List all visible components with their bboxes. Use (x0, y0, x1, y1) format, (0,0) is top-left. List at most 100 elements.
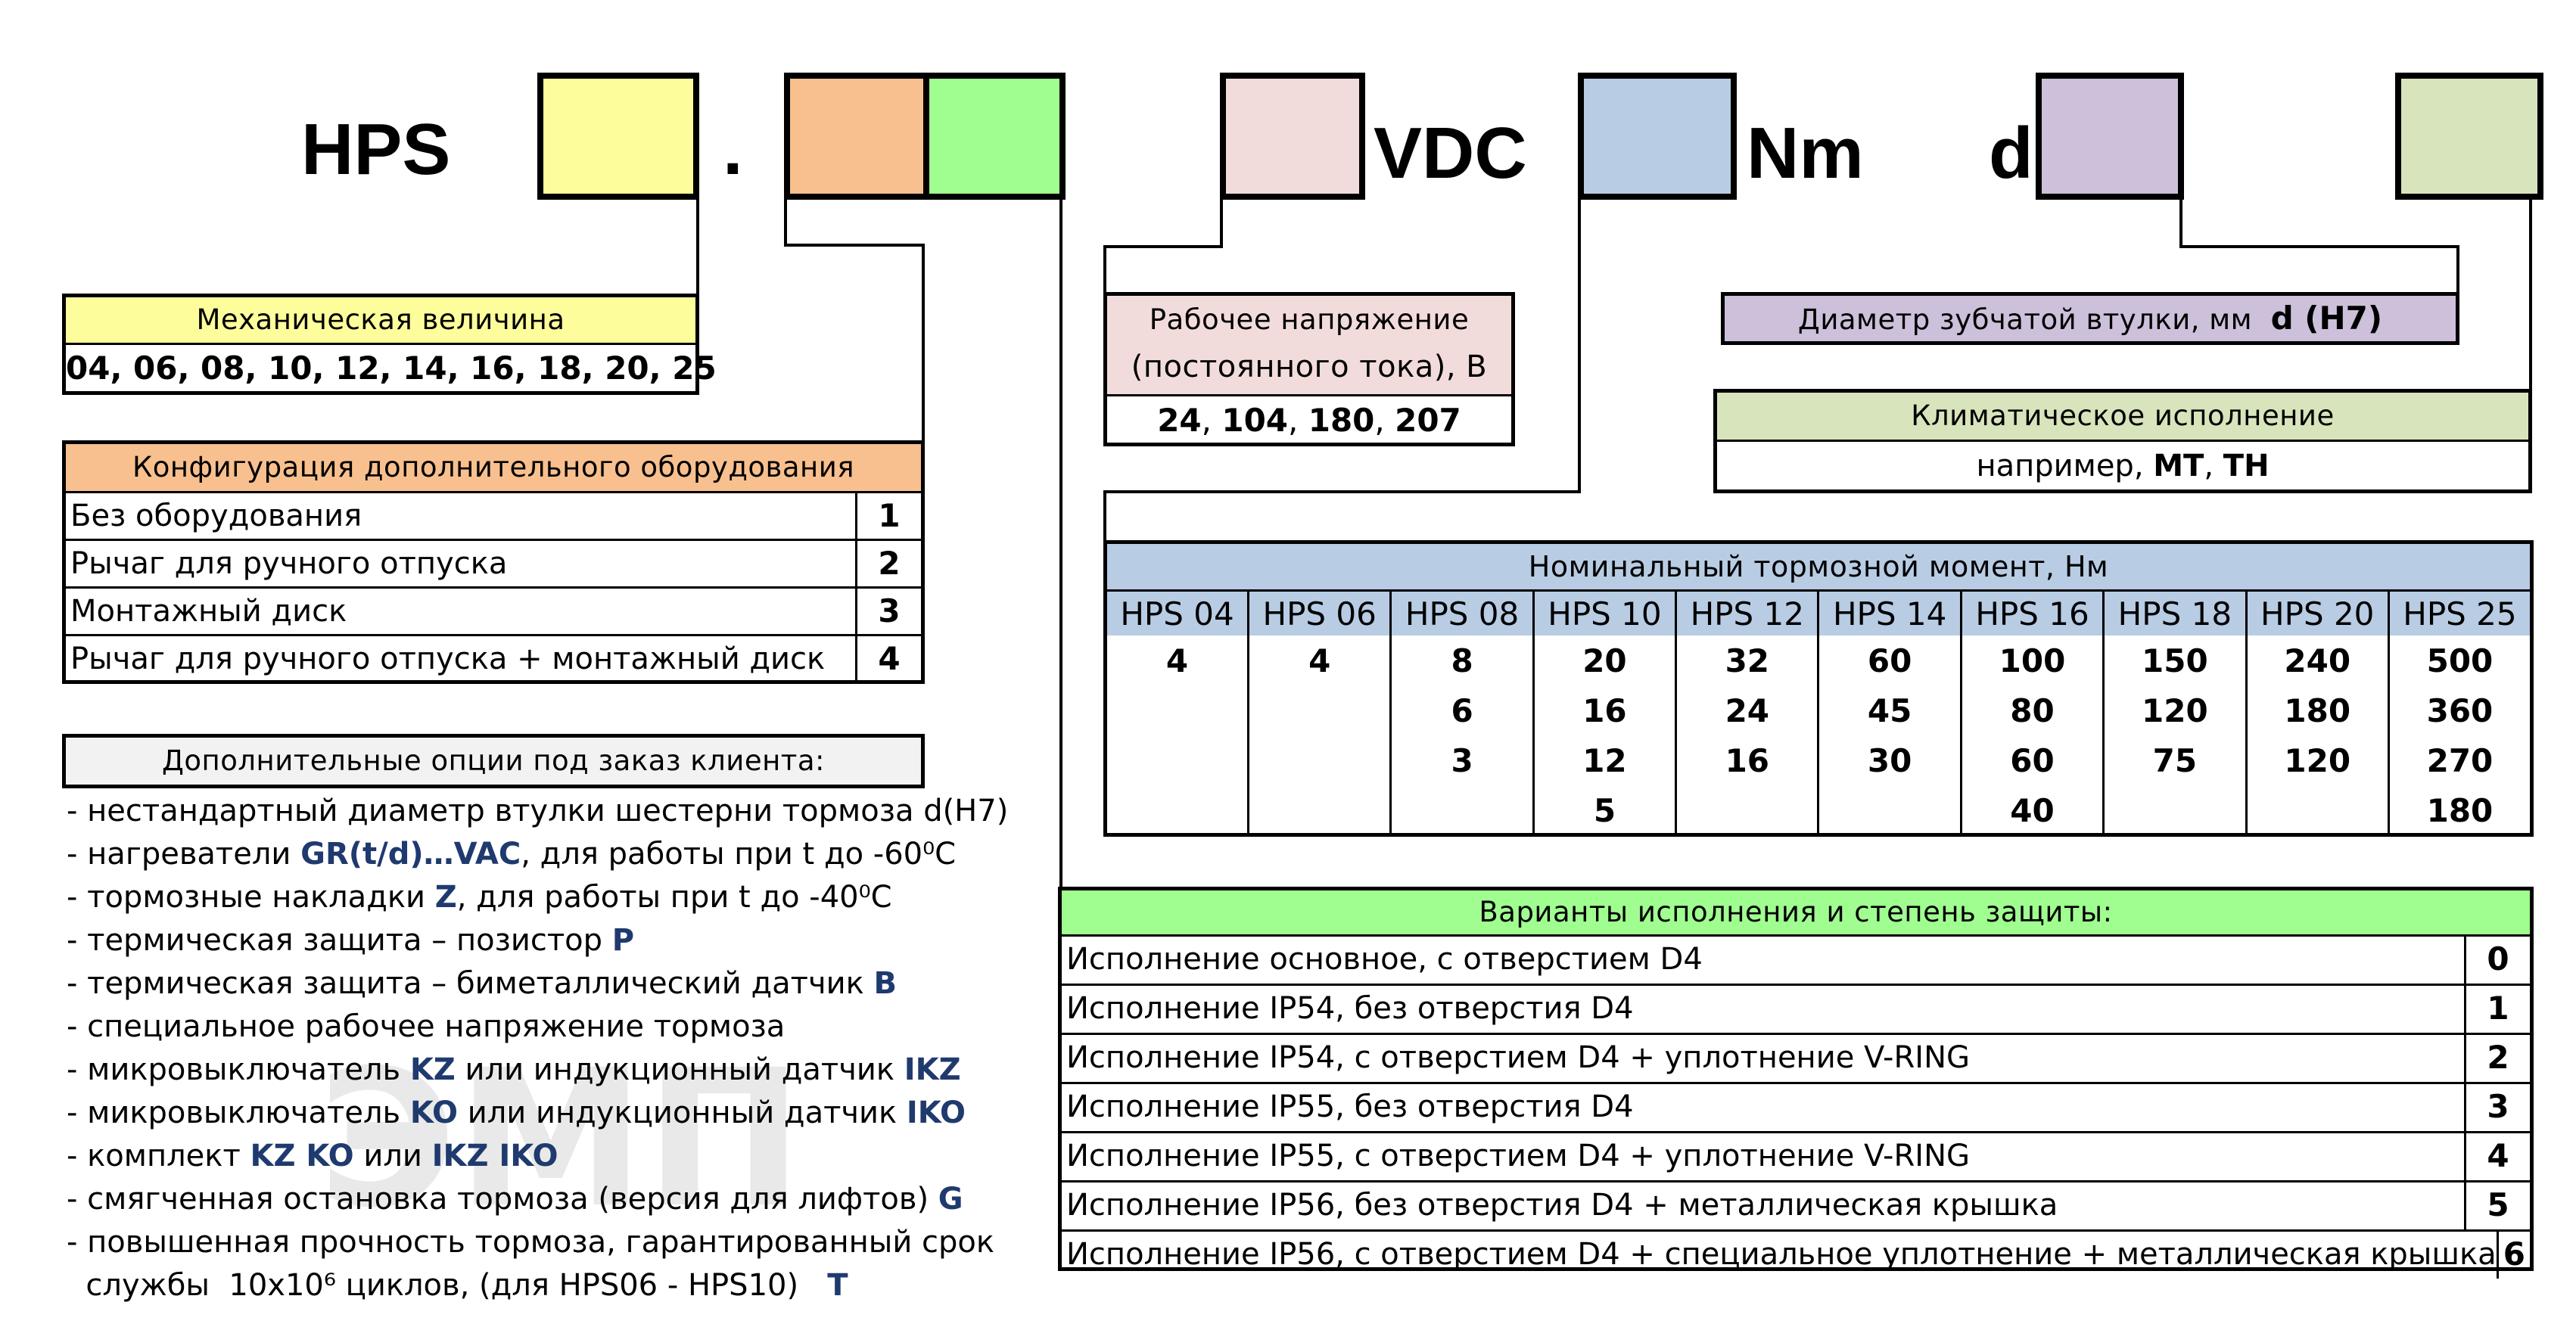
torque-value: 100 (1999, 642, 2066, 679)
torque-column: 150 120 75 (2102, 636, 2247, 837)
diameter-box (2036, 73, 2184, 200)
connector-diameter (2456, 245, 2459, 294)
torque-grid: HPS 04 HPS 06 HPS 08 HPS 10 HPS 12 HPS 1… (1107, 592, 2530, 837)
climate-example: МТ (2153, 449, 2204, 483)
version-num: 0 (2464, 937, 2530, 984)
options-title: Дополнительные опции под заказ клиента: (162, 744, 825, 777)
option-item: - специальное рабочее напряжение тормоза (67, 1005, 960, 1049)
version-num: 5 (2464, 1182, 2530, 1229)
version-label: Исполнение основное, с отверстием D4 (1066, 942, 1703, 977)
option-item: - нагреватели GR(t/d)…VAC, для работы пр… (67, 833, 960, 876)
diameter-table: Диаметр зубчатой втулки, мм d (H7) (1721, 292, 2459, 345)
torque-value: 75 (2152, 742, 2198, 779)
torque-value: 3 (1451, 742, 1473, 779)
code-d: d (1989, 113, 2033, 194)
option-item: - нестандартный диаметр втулки шестерни … (67, 790, 1008, 833)
option-text: - микровыключатель (67, 1052, 410, 1087)
torque-value: 180 (2426, 792, 2494, 829)
option-mid: или индукционный датчик (455, 1052, 904, 1087)
torque-header: HPS 12 (1675, 592, 1818, 636)
option-text: - повышенная прочность тормоза, гарантир… (67, 1225, 995, 1260)
voltage-value: 104 (1221, 402, 1289, 439)
connector-voltage (1103, 245, 1106, 294)
climate-example: ТН (2223, 449, 2270, 483)
torque-value: 32 (1725, 642, 1770, 679)
version-label: Исполнение IP55, с отверстием D4 + уплот… (1066, 1139, 1970, 1173)
option-item: - смягченная остановка тормоза (версия д… (67, 1178, 963, 1221)
option-mid: или (353, 1139, 432, 1173)
config-label: Рычаг для ручного отпуска + монтажный ди… (70, 642, 826, 676)
option-code: IKO (906, 1095, 966, 1130)
diameter-symbol: d (H7) (2270, 300, 2383, 337)
option-item: - термическая защита – позистор P (67, 919, 960, 962)
version-label: Исполнение IP56, с отверстием D4 + специ… (1066, 1237, 2497, 1272)
connector-version (1059, 198, 1062, 891)
torque-value: 360 (2426, 692, 2494, 729)
config-num: 1 (855, 493, 921, 539)
torque-value: 240 (2284, 642, 2351, 679)
torque-column: 60 45 30 (1817, 636, 1962, 837)
option-text: - специальное рабочее напряжение тормоза (67, 1009, 786, 1044)
option-code: T (827, 1268, 848, 1303)
climate-examples: например, МТ, ТН (1976, 449, 2270, 483)
torque-value: 60 (2010, 742, 2055, 779)
config-num: 3 (855, 589, 921, 634)
connector-diameter (2179, 198, 2182, 248)
version-label: Исполнение IP55, без отверстия D4 (1066, 1089, 1634, 1124)
options-title-box: Дополнительные опции под заказ клиента: (62, 734, 925, 788)
version-num: 6 (2496, 1232, 2530, 1279)
option-text: - смягченная остановка тормоза (версия д… (67, 1182, 938, 1217)
torque-value: 30 (1867, 742, 1912, 779)
option-code: G (938, 1182, 963, 1217)
option-tail: , для работы при t до -60⁰C (521, 837, 957, 872)
options-list: - нестандартный диаметр втулки шестерни … (67, 790, 1008, 1307)
option-code: KZ (409, 1052, 456, 1087)
version-num: 1 (2464, 986, 2530, 1033)
config-num: 4 (855, 636, 921, 682)
torque-value: 120 (2142, 692, 2208, 729)
version-row: Исполнение IP55, без отверстия D4 3 (1062, 1082, 2530, 1131)
voltage-box (1220, 73, 1365, 200)
torque-column: 500 360 270 180 (2387, 636, 2530, 837)
code-dot: . (723, 109, 743, 190)
config-label: Без оборудования (70, 499, 362, 533)
version-num: 4 (2464, 1133, 2530, 1180)
torque-box (1578, 73, 1737, 200)
voltage-value: 180 (1308, 402, 1375, 439)
option-item: - микровыключатель KO или индукционный д… (67, 1092, 966, 1135)
connector-mechanical (696, 198, 699, 297)
mechanical-size-box (537, 73, 699, 200)
version-num: 2 (2464, 1035, 2530, 1082)
connector-torque (1103, 490, 1581, 493)
torque-column: 32 24 16 (1675, 636, 1818, 837)
torque-value: 150 (2142, 642, 2208, 679)
torque-column: 100 80 60 40 (1959, 636, 2104, 837)
option-text: - термическая защита – позистор (67, 923, 612, 958)
torque-header: HPS 20 (2245, 592, 2389, 636)
torque-value: 180 (2284, 692, 2351, 729)
watermark-logo: ЭМП (318, 1029, 804, 1249)
option-text: - тормозные накладки (67, 880, 435, 915)
voltage-table: Рабочее напряжение (постоянного тока), В… (1103, 292, 1515, 446)
connector-config (922, 244, 925, 443)
mechanical-size-table: Механическая величина 04, 06, 08, 10, 12… (62, 294, 717, 395)
version-row: Исполнение основное, с отверстием D4 0 (1062, 934, 2530, 984)
version-num: 3 (2464, 1084, 2530, 1131)
torque-column: 4 (1247, 636, 1391, 837)
connector-diameter (2179, 245, 2459, 248)
code-nm: Nm (1747, 113, 1864, 194)
torque-value: 6 (1451, 692, 1473, 729)
voltage-title-line1: Рабочее напряжение (1149, 303, 1470, 336)
torque-header: HPS 14 (1817, 592, 1962, 636)
option-code: IKZ IKO (431, 1139, 558, 1173)
connector-config (784, 198, 787, 247)
option-item: службы 10x10⁶ циклов, (для HPS06 - HPS10… (67, 1264, 960, 1307)
torque-column: 20 16 12 5 (1532, 636, 1676, 837)
torque-column: 4 (1107, 636, 1249, 837)
config-box (784, 73, 929, 200)
torque-value: 120 (2284, 742, 2351, 779)
option-code: KO (409, 1095, 459, 1130)
option-text: - микровыключатель (67, 1095, 410, 1130)
connector-config (784, 244, 925, 247)
